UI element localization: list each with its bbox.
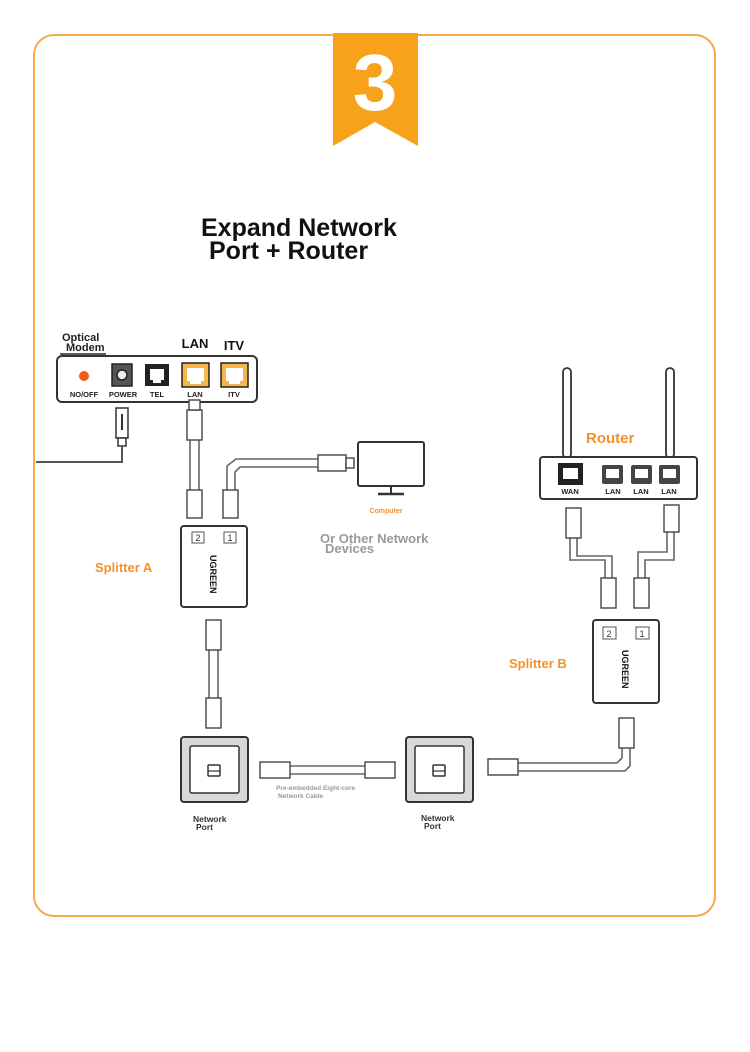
modem-port-label-lan: LAN xyxy=(187,390,202,399)
network-port-right-line-2: Port xyxy=(424,821,441,831)
itv-port-icon xyxy=(220,362,249,388)
network-port-left-icon xyxy=(180,736,249,803)
splitter-b-port-2: 2 xyxy=(606,629,611,639)
modem-port-label-onoff: NO/OFF xyxy=(70,390,99,399)
page-title: Expand Network Port + Router xyxy=(201,214,397,265)
power-cord xyxy=(36,446,123,463)
cable-label-line-1: Pre-embedded Eight-core xyxy=(276,785,355,792)
router-port-lan-3: LAN xyxy=(661,487,676,496)
network-port-left-line-1: Network xyxy=(193,814,227,824)
router-antenna-left xyxy=(562,367,572,459)
router-antenna-right xyxy=(665,367,675,459)
router-label: Router xyxy=(586,430,634,447)
network-port-right-icon xyxy=(405,736,474,803)
modem-port-label-tel: TEL xyxy=(150,390,165,399)
step-badge: 3 xyxy=(333,33,418,146)
other-devices-line-1: Or Other Network xyxy=(320,531,429,546)
cable-label-line-2: Network Cable xyxy=(278,793,324,800)
router-port-wan: WAN xyxy=(561,487,579,496)
network-port-left-line-2: Port xyxy=(196,822,213,832)
power-plug-icon xyxy=(115,407,129,447)
title-line-1: Expand Network xyxy=(201,214,397,242)
computer-monitor-icon xyxy=(357,441,425,496)
modem-label-line-2: Modem xyxy=(66,342,105,354)
step-number: 3 xyxy=(353,38,398,127)
modem-top-itv: ITV xyxy=(224,338,245,353)
splitter-b: 2 1 UGREEN xyxy=(592,619,660,704)
modem-port-label-power: POWER xyxy=(109,390,138,399)
power-led-icon xyxy=(79,371,89,381)
router-port-lan-1: LAN xyxy=(605,487,620,496)
splitter-a-port-1: 1 xyxy=(227,533,232,543)
optical-modem: Optical Modem LAN ITV NO/OFF POWER TEL L… xyxy=(36,332,258,463)
modem-top-lan: LAN xyxy=(182,336,209,351)
splitter-a: 2 1 UGREEN xyxy=(180,525,248,608)
splitter-b-brand: UGREEN xyxy=(620,650,630,689)
splitter-a-label: Splitter A xyxy=(95,560,153,575)
cable-connectors xyxy=(186,399,680,779)
router-port-lan-2: LAN xyxy=(633,487,648,496)
modem-label-line-1: Optical xyxy=(62,332,99,344)
router: WAN LAN LAN LAN xyxy=(539,367,698,500)
computer-label: Computer xyxy=(369,508,402,515)
other-devices-line-2: Devices xyxy=(325,541,374,556)
splitter-a-brand: UGREEN xyxy=(208,555,218,594)
splitter-a-port-2: 2 xyxy=(195,533,200,543)
splitter-b-port-1: 1 xyxy=(639,629,644,639)
splitter-b-label: Splitter B xyxy=(509,656,567,671)
cables xyxy=(189,440,675,775)
modem-port-label-itv: ITV xyxy=(228,390,240,399)
title-line-2: Port + Router xyxy=(209,237,368,265)
network-port-right-line-1: Network xyxy=(421,813,455,823)
